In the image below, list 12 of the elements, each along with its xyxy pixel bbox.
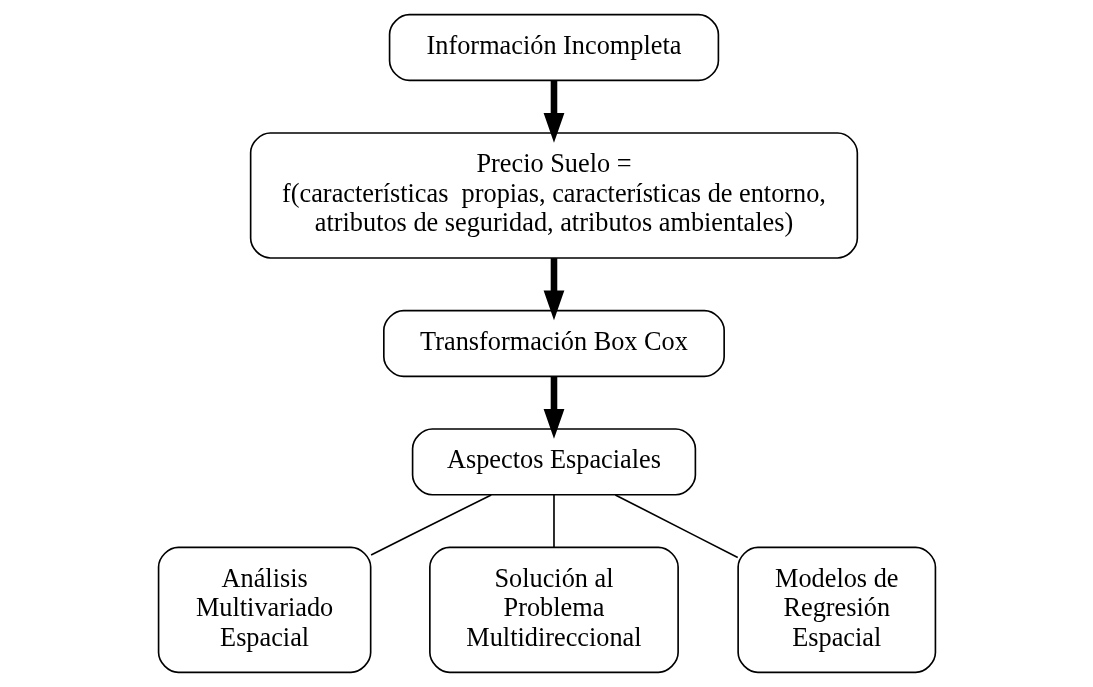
node-box: Modelos de Regresión Espacial [736,546,936,674]
arrow [543,80,564,143]
node-box: Información Incompleta [388,13,719,82]
node-box: Análisis Multivariado Espacial [157,546,371,674]
arrow [543,376,564,439]
node-box: Aspectos Espaciales [411,428,696,496]
node-box: Precio Suelo = f(características propias, características de entorno, atributos de seguridad, atributos ambientales) [249,132,858,259]
node-box: Transformación Box Cox [382,309,725,378]
connector [552,494,555,548]
connector [369,494,492,556]
node-box: Solución al Problema Multidireccional [428,546,679,674]
connector [614,494,739,559]
